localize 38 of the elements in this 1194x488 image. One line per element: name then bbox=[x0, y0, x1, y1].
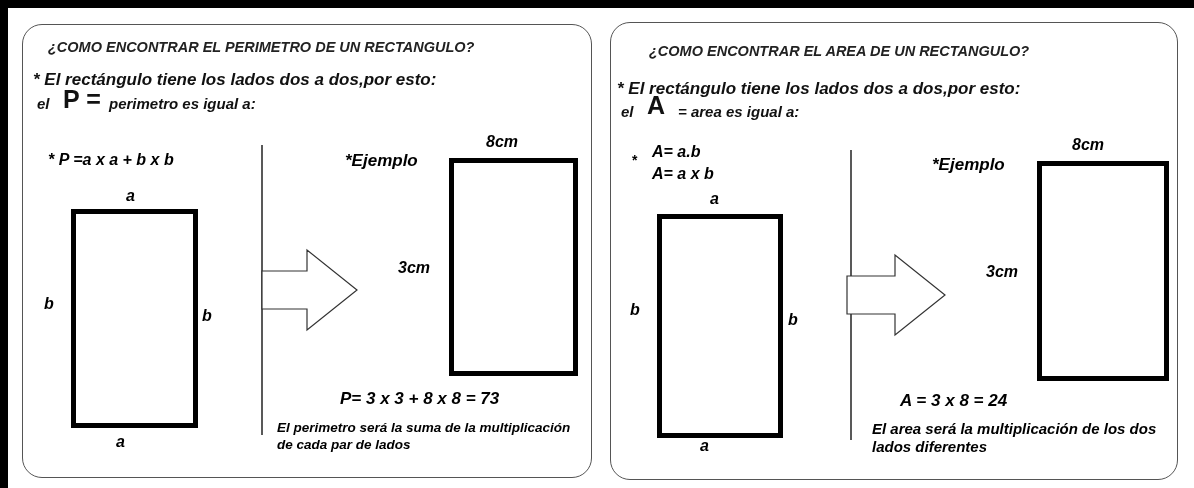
rectangle-shape bbox=[71, 209, 198, 428]
rectangle-shape bbox=[449, 158, 578, 376]
panel-heading: ¿COMO ENCONTRAR EL AREA DE UN RECTANGULO? bbox=[649, 42, 1030, 61]
explanation-text: El area será la multiplicación de los dos lados diferentes bbox=[872, 420, 1158, 456]
side-label: a bbox=[126, 186, 135, 206]
side-label: a bbox=[710, 189, 719, 209]
formula-text: *Ejemplo bbox=[932, 154, 1005, 176]
side-label: b bbox=[44, 294, 54, 314]
panel-text: el bbox=[37, 94, 50, 114]
formula-text: A = 3 x 8 = 24 bbox=[900, 390, 1008, 412]
formula-text: A= a x b bbox=[652, 164, 714, 184]
formula-text: A= a.b bbox=[652, 142, 701, 162]
side-label: 3cm bbox=[986, 262, 1019, 282]
panel-text: * El rectángulo tiene los lados dos a dos,por esto: bbox=[33, 69, 437, 90]
side-label: b bbox=[202, 306, 212, 326]
rectangle-shape bbox=[1037, 161, 1169, 381]
formula-symbol: P = bbox=[63, 87, 101, 112]
formula-text: *Ejemplo bbox=[345, 150, 418, 172]
block-arrow bbox=[261, 248, 358, 332]
side-label: 8cm bbox=[486, 132, 519, 152]
side-label: b bbox=[630, 300, 640, 320]
panel-heading: ¿COMO ENCONTRAR EL PERIMETRO DE UN RECTANGULO? bbox=[48, 38, 475, 57]
panel-text: el bbox=[621, 102, 634, 122]
side-label: a bbox=[700, 436, 709, 456]
rounded-panel bbox=[22, 24, 592, 478]
formula-text: P= 3 x 3 + 8 x 8 = 73 bbox=[340, 388, 500, 410]
side-label: 3cm bbox=[398, 258, 431, 278]
explanation-text: El perimetro será la suma de la multiplicación de cada par de lados bbox=[277, 419, 572, 453]
block-arrow bbox=[846, 253, 946, 337]
formula-text: * bbox=[632, 151, 638, 170]
side-label: a bbox=[116, 432, 125, 452]
rectangle-shape bbox=[657, 214, 783, 438]
side-label: b bbox=[788, 310, 798, 330]
rounded-panel bbox=[610, 22, 1178, 480]
formula-text: * P =a x a + b x b bbox=[48, 150, 174, 170]
side-label: 8cm bbox=[1072, 135, 1105, 155]
panel-text: = area es igual a: bbox=[678, 102, 800, 122]
panel-text: perimetro es igual a: bbox=[109, 94, 256, 114]
